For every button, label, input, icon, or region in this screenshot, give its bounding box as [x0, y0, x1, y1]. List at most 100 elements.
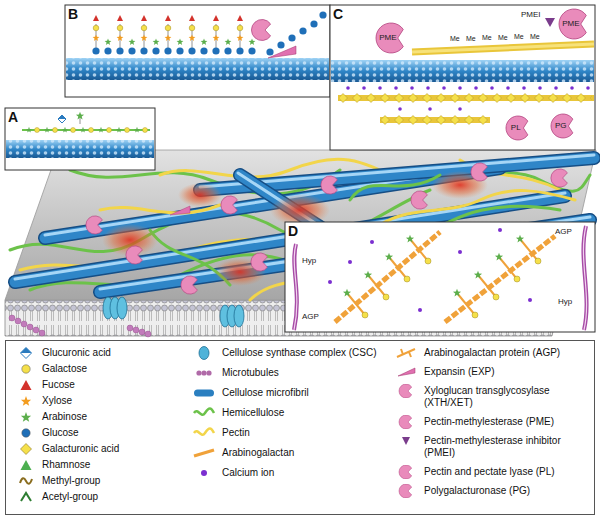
- legend-text: Arabinogalactan protein (AGP): [424, 347, 589, 359]
- symbol-part: [402, 437, 410, 445]
- legend-text: Cellulose synthase complex (CSC): [222, 347, 380, 359]
- symbol-part: [21, 348, 32, 359]
- legend-text: Calcium ion: [222, 467, 380, 479]
- panel-b-illustration: [319, 11, 326, 18]
- panel-a-illustration: [5, 108, 155, 170]
- enzyme-shape: PG: [550, 113, 576, 139]
- panel-d-illustration: [362, 258, 541, 318]
- legend-text: Galactose: [42, 363, 182, 375]
- microtubules: [139, 329, 145, 335]
- legend-swatch: [14, 474, 38, 488]
- panel-d-illustration: [583, 226, 586, 330]
- panel-letter: D: [288, 224, 298, 238]
- wall-enzymes: [86, 216, 103, 234]
- symbol-part: [22, 429, 30, 437]
- microtubules: [27, 324, 33, 330]
- panel-b-illustration: [310, 20, 317, 27]
- panel-d-illustration: [406, 235, 414, 243]
- enzyme-body: [559, 9, 586, 39]
- wall-enzymes: [551, 169, 568, 187]
- legend-frame: [6, 341, 595, 515]
- panel-c-illustration: [331, 60, 594, 82]
- inhibitor-label: PMEI: [521, 11, 541, 20]
- panel-d-illustration: [453, 289, 461, 297]
- symbol-part: [206, 370, 211, 375]
- legend-swatch: [394, 346, 418, 360]
- panel-c-illustration: [340, 85, 590, 91]
- panel-c-illustration: [398, 107, 462, 111]
- legend-swatch: [394, 384, 418, 398]
- legend-swatch: [14, 346, 38, 360]
- methyl-label: Me: [450, 35, 460, 43]
- panel-c-illustration: [458, 107, 462, 111]
- symbol-part: [196, 370, 201, 375]
- legend-text: Galacturonic acid: [42, 443, 182, 455]
- panel-d-illustration: [458, 250, 462, 254]
- cellulose-synthase-complex: [117, 297, 127, 319]
- symbol-part: [399, 384, 412, 398]
- symbol-part: [201, 370, 206, 375]
- panel-d-illustration: [285, 222, 595, 332]
- symbol-part: [194, 409, 214, 415]
- panel-d-illustration: [385, 253, 393, 261]
- panel-c-illustration: [331, 60, 594, 82]
- structure-label: AGP: [302, 313, 319, 322]
- microtubules: [9, 315, 151, 337]
- microtubules: [9, 315, 15, 321]
- panel-d-illustration: [516, 235, 524, 243]
- legend-text: Acetyl-group: [42, 491, 182, 503]
- legend-swatch: [14, 442, 38, 456]
- legend-text: Rhamnose: [42, 459, 182, 471]
- panel-a-illustration: [58, 115, 66, 123]
- symbol-part: [21, 493, 31, 501]
- legend-swatch: [14, 362, 38, 376]
- loosening-glow: [178, 183, 222, 207]
- legend-text: Pectin and pectate lyase (PL): [424, 466, 589, 478]
- panel-b-illustration: [90, 14, 258, 56]
- panel-d-illustration: [474, 271, 482, 279]
- microtubules: [21, 321, 27, 327]
- panel-b-illustration: [266, 48, 273, 55]
- legend-swatch: [14, 410, 38, 424]
- enzyme-label: PG: [555, 122, 567, 130]
- panel-d-illustration: [335, 232, 440, 322]
- panel-d-illustration: [343, 235, 524, 297]
- legend-text: Pectin: [222, 427, 380, 439]
- methyl-label: Me: [498, 34, 508, 42]
- enzyme-shape: PME: [375, 22, 407, 54]
- legend-text: Xyloglucan transglycosylase (XTH/XET): [424, 385, 589, 409]
- panel-d-illustration: [285, 222, 595, 332]
- panel-b-illustration: [299, 27, 306, 34]
- symbol-part: [21, 460, 32, 470]
- panel-d-illustration: [535, 258, 541, 264]
- symbol-part: [21, 412, 31, 422]
- panel-d-illustration: [343, 289, 351, 297]
- symbol-part: [21, 348, 32, 354]
- panel-b-illustration: [277, 41, 284, 48]
- panel-d-illustration: [362, 312, 368, 318]
- legend-swatch: [192, 366, 216, 380]
- legend-text: Arabinose: [42, 411, 182, 423]
- panel-b-illustration: [288, 34, 295, 41]
- legend-text: Hemicellulose: [222, 407, 380, 419]
- panel-d-illustration: [328, 228, 532, 312]
- panel-c-illustration: [412, 44, 594, 52]
- panel-a-illustration: [5, 108, 155, 170]
- panel-d-illustration: [364, 271, 372, 279]
- panel-b-illustration: [65, 5, 330, 97]
- panel-d-illustration: [498, 228, 502, 232]
- legend-swatch: [14, 394, 38, 408]
- symbol-part: [199, 347, 209, 360]
- wall-enzymes: [251, 253, 268, 271]
- panel-d-illustration: [347, 239, 538, 315]
- figure-panel: D: [285, 222, 595, 332]
- legend-swatch: [14, 378, 38, 392]
- enzyme-label: PME: [562, 20, 579, 28]
- legend-swatch: [394, 465, 418, 479]
- legend-frame: [6, 341, 595, 515]
- panel-d-illustration: [472, 312, 478, 318]
- wall-enzymes: [221, 196, 238, 214]
- panel-d-illustration: [418, 308, 422, 312]
- symbol-part: [22, 365, 30, 373]
- legend-swatch: [394, 365, 418, 379]
